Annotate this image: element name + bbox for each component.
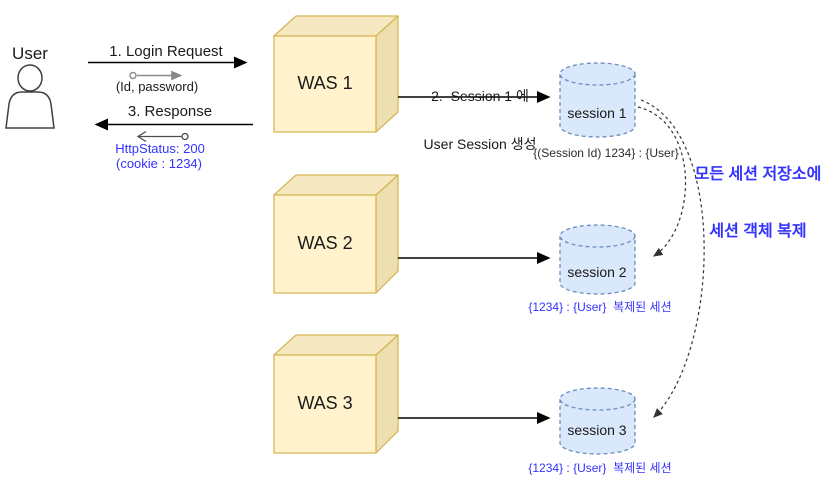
session-2-caption: {1234} : {User} 복제된 세션 [528,300,672,314]
replication-note-line2: 세션 객체 복제 [709,223,807,240]
session-3-cylinder [559,387,636,455]
was-2-cube [273,174,399,294]
response-status-label: HttpStatus: 200 [115,141,205,156]
session-3-label: session 3 [567,422,627,438]
session-create-line1: 2. Session 1 에 [431,88,529,105]
session-create-label: 2. Session 1 에 User Session 생성 [424,56,537,185]
was-1-label: WAS 1 [297,73,353,93]
replication-arrow-to-session2 [637,106,687,257]
session-1-caption: {(Session Id) 1234} : {User} [533,146,679,160]
session-create-line2: User Session 생성 [423,136,537,153]
user-icon [5,64,55,129]
request-payload-arrow [129,70,183,81]
was-3-cube [273,334,399,454]
replication-arrow-to-session3 [640,99,705,418]
response-label: 3. Response [127,103,213,120]
session-3-caption: {1234} : {User} 복제된 세션 [528,461,672,475]
replication-note-line1: 모든 세션 저장소에 [694,166,822,183]
replication-note: 모든 세션 저장소에 세션 객체 복제 [695,127,822,279]
was-1-cube [273,15,399,133]
session-1-label: session 1 [567,105,627,121]
login-payload-label: (Id, password) [115,79,199,94]
session-2-label: session 2 [567,264,627,280]
response-cookie-label: (cookie : 1234) [116,156,202,171]
session-1-cylinder [559,62,636,138]
user-label: User [12,44,48,63]
was-3-label: WAS 3 [297,393,353,413]
response-payload-arrow [136,130,189,143]
session-2-cylinder [559,224,636,295]
login-request-label: 1. Login Request [109,43,223,60]
was-2-label: WAS 2 [297,233,353,253]
